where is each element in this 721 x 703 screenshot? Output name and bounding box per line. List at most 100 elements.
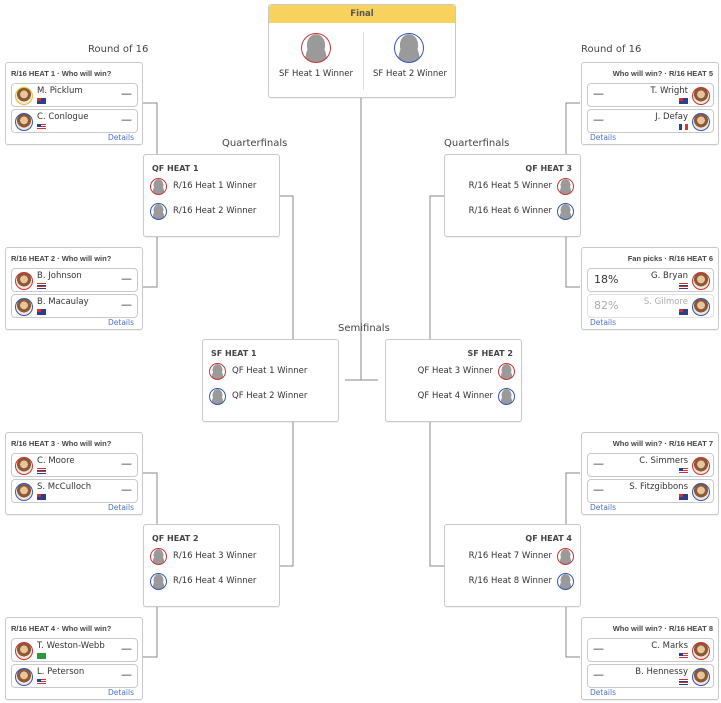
- r16-heat-card[interactable]: Who will win? · R/16 HEAT 8 C. Marks—B. H…: [581, 617, 719, 700]
- surfer-pick-row[interactable]: S. Fitzgibbons—: [587, 479, 714, 503]
- score-dash: —: [593, 113, 604, 126]
- score-dash: —: [593, 483, 604, 496]
- heat-title: SF HEAT 1: [211, 349, 257, 358]
- surfer-avatar: [692, 113, 710, 131]
- surfer-pick-row[interactable]: J. Defay—: [587, 109, 714, 133]
- details-link[interactable]: Details: [107, 503, 134, 512]
- placeholder-avatar-icon: [150, 548, 167, 565]
- score-dash: —: [121, 457, 132, 470]
- winner-slot: R/16 Heat 3 Winner: [173, 551, 257, 561]
- heat-title: Who will win? · R/16 HEAT 5: [612, 69, 713, 78]
- r16-heat-card[interactable]: R/16 HEAT 1 · Who will win?M. Picklum—C.…: [5, 62, 143, 145]
- placeholder-avatar-icon: [557, 178, 574, 195]
- surfer-name: T. Weston-Webb: [37, 641, 105, 651]
- heat-title: SF HEAT 2: [467, 349, 513, 358]
- score-dash: —: [121, 87, 132, 100]
- surfer-avatar: [692, 668, 710, 686]
- score-dash: —: [121, 298, 132, 311]
- r16-heat-card[interactable]: R/16 HEAT 3 · Who will win?C. Moore—S. M…: [5, 432, 143, 515]
- surfer-pick-row[interactable]: C. Conlogue—: [11, 109, 138, 133]
- placeholder-avatar-icon: [209, 388, 226, 405]
- details-link[interactable]: Details: [590, 133, 617, 142]
- score-dash: —: [593, 642, 604, 655]
- heat-title: Who will win? · R/16 HEAT 8: [612, 624, 713, 633]
- surfer-pick-row[interactable]: C. Marks—: [587, 638, 714, 662]
- flag-haw-icon: [679, 283, 688, 289]
- heat-title: R/16 HEAT 4 · Who will win?: [11, 624, 112, 633]
- surfer-name: B. Johnson: [37, 271, 82, 281]
- surfer-avatar: [692, 457, 710, 475]
- score-dash: —: [121, 668, 132, 681]
- surfer-pick-row[interactable]: S. McCulloch—: [11, 479, 138, 503]
- flag-usa-icon: [679, 653, 688, 659]
- surfer-pick-row[interactable]: B. Johnson —: [11, 268, 138, 292]
- placeholder-avatar-icon: [498, 363, 515, 380]
- r16-heat-card[interactable]: R/16 HEAT 2 · Who will win?B. Johnson—B.…: [5, 247, 143, 330]
- details-link[interactable]: Details: [107, 688, 134, 697]
- surfer-avatar: [692, 642, 710, 660]
- score-dash: —: [121, 483, 132, 496]
- surfer-pick-row[interactable]: C. Simmers—: [587, 453, 714, 477]
- surfer-avatar: [692, 298, 710, 316]
- score-dash: —: [593, 457, 604, 470]
- r16-heat-card[interactable]: Who will win? · R/16 HEAT 5 T. Wright—J. …: [581, 62, 719, 145]
- surfer-avatar: [15, 457, 33, 475]
- surfer-pick-row[interactable]: M. Picklum—: [11, 83, 138, 107]
- round-of-16-label-left: Round of 16: [88, 44, 149, 55]
- surfer-pick-row[interactable]: B. Macaulay —: [11, 294, 138, 318]
- surfer-pick-row[interactable]: T. Weston-Webb—: [11, 638, 138, 662]
- surfer-pick-row[interactable]: T. Wright—: [587, 83, 714, 107]
- flag-aus-icon: [37, 494, 46, 500]
- surfer-avatar: [692, 87, 710, 105]
- r16-heat-card[interactable]: R/16 HEAT 4 · Who will win? T. Weston-Web…: [5, 617, 143, 700]
- flag-usa-icon: [679, 468, 688, 474]
- surfer-pick-row[interactable]: B. Hennessy—: [587, 664, 714, 688]
- score-dash: —: [121, 113, 132, 126]
- heat-title: QF HEAT 2: [152, 534, 199, 543]
- surfer-name: L. Peterson: [37, 667, 85, 677]
- quarterfinals-label-right: Quarterfinals: [444, 138, 510, 149]
- winner-slot: R/16 Heat 8 Winner: [468, 576, 552, 586]
- heat-title: QF HEAT 4: [525, 534, 572, 543]
- surfer-pick-row[interactable]: C. Moore —: [11, 453, 138, 477]
- placeholder-avatar-icon: [301, 33, 331, 63]
- details-link[interactable]: Details: [590, 503, 617, 512]
- winner-slot: R/16 Heat 1 Winner: [173, 181, 257, 191]
- details-link[interactable]: Details: [107, 318, 134, 327]
- surfer-name: B. Macaulay: [37, 297, 89, 307]
- surfer-avatar: [15, 113, 33, 131]
- flag-aus-icon: [37, 98, 46, 104]
- placeholder-avatar-icon: [557, 573, 574, 590]
- flag-aus-icon: [37, 309, 46, 315]
- score-dash: —: [121, 272, 132, 285]
- flag-haw-icon: [37, 468, 46, 474]
- final-title: Final: [269, 5, 455, 23]
- final-card[interactable]: Final SF Heat 1 Winner SF Heat 2 Winner: [268, 4, 456, 98]
- flag-haw-icon: [37, 283, 46, 289]
- heat-title: R/16 HEAT 3 · Who will win?: [11, 439, 112, 448]
- placeholder-avatar-icon: [150, 573, 167, 590]
- placeholder-avatar-icon: [557, 203, 574, 220]
- surfer-pick-row[interactable]: L. Peterson —: [11, 664, 138, 688]
- details-link[interactable]: Details: [107, 133, 134, 142]
- surfer-avatar: [15, 668, 33, 686]
- details-link[interactable]: Details: [590, 318, 617, 327]
- pick-percentage: 18%: [594, 273, 619, 286]
- quarterfinals-label-left: Quarterfinals: [222, 138, 288, 149]
- winner-slot: QF Heat 1 Winner: [232, 366, 308, 376]
- flag-bra-icon: [37, 653, 46, 659]
- surfer-name: C. Moore: [37, 456, 75, 466]
- details-link[interactable]: Details: [590, 688, 617, 697]
- placeholder-avatar-icon: [557, 548, 574, 565]
